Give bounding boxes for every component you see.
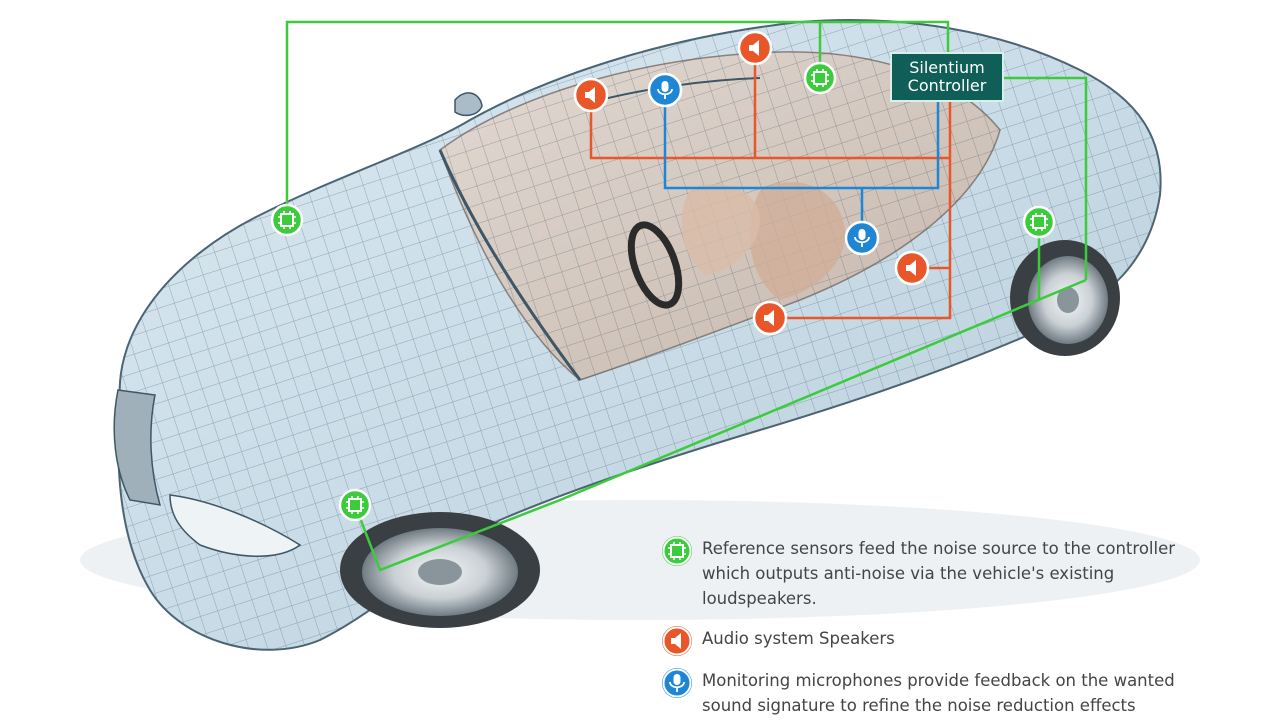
legend-item-sensor: Reference sensors feed the noise source … — [662, 536, 1202, 611]
legend-microphone-line: Monitoring microphones provide feedback … — [702, 671, 1175, 690]
speaker-icon-rear-right — [894, 250, 930, 286]
legend-microphone-line: sound signature to refine the noise redu… — [702, 696, 1136, 715]
car-body — [113, 19, 1162, 651]
rear-wheel — [1010, 240, 1120, 356]
legend-item-microphone: Monitoring microphones provide feedback … — [662, 668, 1202, 718]
legend-sensor-text: Reference sensors feed the noise source … — [702, 536, 1202, 611]
microphone-icon — [662, 668, 692, 698]
legend-sensor-line: loudspeakers. — [702, 589, 817, 608]
controller-label-line1: Silentium — [909, 58, 985, 77]
legend-item-speaker: Audio system Speakers — [662, 626, 1202, 656]
sensor-icon-front-left — [270, 203, 304, 237]
legend-sensor-line: Reference sensors feed the noise source … — [702, 539, 1176, 558]
legend-sensor-line: which outputs anti-noise via the vehicle… — [702, 564, 1115, 583]
controller-label-line2: Controller — [907, 76, 987, 95]
legend-speaker-line: Audio system Speakers — [702, 629, 895, 648]
sensor-icon-front-wheel — [338, 488, 372, 522]
front-wheel — [340, 512, 540, 628]
chip-sensor-icon — [662, 536, 692, 566]
speaker-icon-rear-left — [752, 300, 788, 336]
microphone-icon-front — [647, 72, 683, 108]
sensor-icon-roof — [803, 61, 837, 95]
sensor-icon-rear — [1022, 205, 1056, 239]
microphone-icon-rear — [844, 220, 880, 256]
speaker-icon-front-right — [737, 30, 773, 66]
sensor-wiring — [285, 20, 1088, 572]
speaker-icon-front-left — [573, 77, 609, 113]
speaker-wiring — [589, 50, 952, 320]
legend-speaker-text: Audio system Speakers — [702, 626, 1202, 651]
speaker-icon — [662, 626, 692, 656]
legend-microphone-text: Monitoring microphones provide feedback … — [702, 668, 1202, 718]
silentium-controller-box: Silentium Controller — [890, 52, 1004, 102]
